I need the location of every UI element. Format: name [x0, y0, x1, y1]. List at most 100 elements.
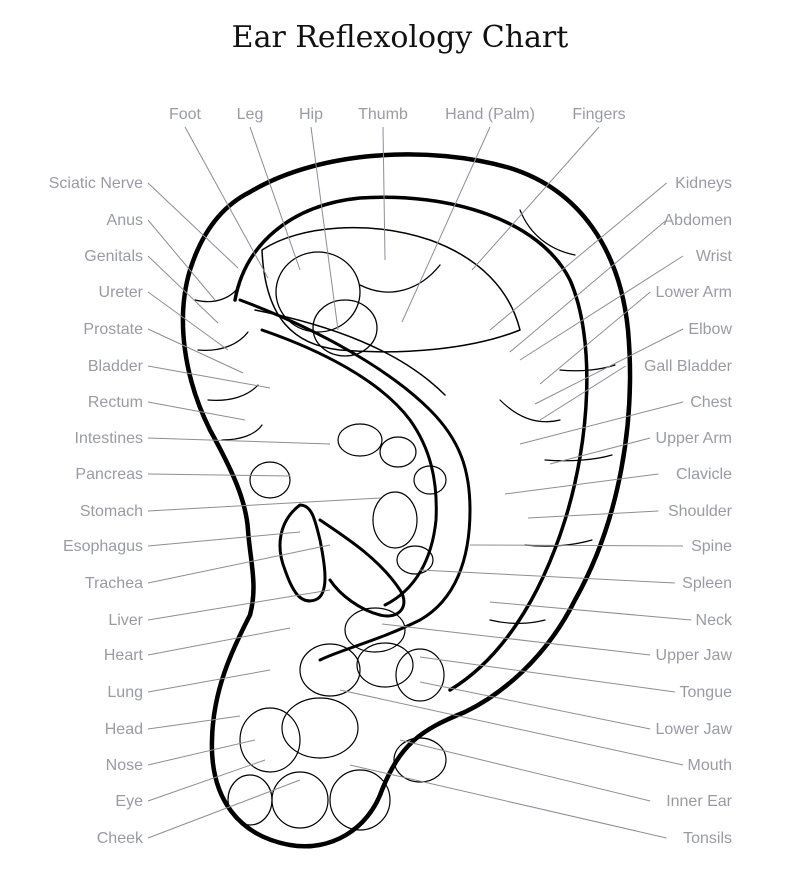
label-anus: Anus: [107, 212, 143, 229]
leader-hip: [310, 126, 339, 331]
zone-ellipses: [227, 423, 447, 831]
leader-mouth: [339, 689, 684, 766]
leader-spine: [469, 544, 684, 547]
label-inner-ear: Inner Ear: [666, 793, 732, 810]
leader-inner-ear: [399, 739, 651, 802]
label-liver: Liver: [108, 612, 143, 629]
leader-head: [147, 715, 241, 730]
label-neck: Neck: [696, 612, 733, 629]
ear-outer-outline: [180, 152, 633, 849]
label-nose: Nose: [106, 757, 143, 774]
label-tonsils: Tonsils: [683, 830, 732, 847]
label-shoulder: Shoulder: [668, 503, 733, 520]
leader-liver: [147, 589, 331, 621]
fossa-lobe-2: [312, 299, 378, 357]
label-rectum: Rectum: [88, 394, 143, 411]
leader-fingers: [471, 126, 600, 271]
helix-segments: [194, 209, 616, 624]
leader-anus: [147, 219, 216, 301]
label-elbow: Elbow: [688, 321, 732, 338]
leader-thumb: [382, 126, 386, 261]
leader-upper-jaw: [381, 623, 651, 656]
leader-nose: [147, 739, 256, 766]
leader-abdomen: [509, 219, 667, 353]
leader-bladder: [147, 365, 271, 389]
leader-upper-arm: [549, 437, 651, 465]
label-chest: Chest: [690, 394, 732, 411]
label-fingers: Fingers: [572, 106, 625, 123]
leader-genitals: [147, 255, 219, 324]
leader-intestines: [147, 437, 331, 445]
label-sciatic-nerve: Sciatic Nerve: [49, 175, 143, 192]
label-prostate: Prostate: [83, 321, 143, 338]
label-mouth: Mouth: [688, 757, 732, 774]
label-lower-arm: Lower Arm: [656, 284, 732, 301]
label-intestines: Intestines: [75, 430, 143, 447]
label-hand-palm: Hand (Palm): [445, 106, 535, 123]
crus-line: [254, 309, 446, 396]
leader-gall-bladder: [539, 365, 626, 421]
label-trachea: Trachea: [85, 575, 143, 592]
leader-ureter: [147, 291, 229, 351]
label-thumb: Thumb: [358, 106, 408, 123]
label-spine: Spine: [691, 538, 732, 555]
leader-sciatic-nerve: [147, 182, 239, 269]
label-cheek: Cheek: [97, 830, 144, 847]
label-bladder: Bladder: [88, 358, 144, 375]
label-head: Head: [105, 721, 143, 738]
leader-cheek: [147, 779, 301, 839]
leader-shoulder: [527, 510, 659, 519]
leader-heart: [147, 627, 291, 656]
chart-title: Ear Reflexology Chart: [231, 20, 569, 55]
label-foot: Foot: [169, 106, 202, 123]
label-hip: Hip: [299, 106, 323, 123]
label-eye: Eye: [115, 793, 143, 810]
label-esophagus: Esophagus: [63, 538, 143, 555]
leader-lung: [147, 669, 271, 693]
label-kidneys: Kidneys: [675, 175, 732, 192]
leader-leg: [249, 126, 301, 271]
label-lung: Lung: [107, 684, 143, 701]
leader-esophagus: [147, 531, 301, 547]
label-lower-jaw: Lower Jaw: [656, 721, 733, 738]
leader-foot: [184, 126, 269, 279]
fossa-curve: [359, 264, 441, 293]
leader-neck: [489, 601, 692, 621]
label-upper-jaw: Upper Jaw: [656, 647, 733, 664]
label-spleen: Spleen: [682, 575, 732, 592]
leader-lower-arm: [539, 291, 651, 385]
label-genitals: Genitals: [84, 248, 143, 265]
label-stomach: Stomach: [80, 503, 143, 520]
label-leg: Leg: [237, 106, 264, 123]
leader-tongue: [419, 656, 675, 693]
label-upper-arm: Upper Arm: [656, 430, 732, 447]
leader-spleen: [419, 569, 675, 584]
label-heart: Heart: [104, 647, 144, 664]
label-pancreas: Pancreas: [75, 466, 143, 483]
label-gall-bladder: Gall Bladder: [644, 358, 733, 375]
concha: [278, 503, 327, 603]
label-clavicle: Clavicle: [676, 466, 732, 483]
leader-stomach: [147, 497, 381, 512]
leader-clavicle: [504, 473, 659, 495]
leader-wrist: [519, 255, 684, 361]
tragus: [318, 518, 406, 618]
leader-pancreas: [147, 473, 291, 477]
leader-eye: [147, 759, 266, 802]
leader-prostate: [147, 328, 244, 374]
helix-inner-rim: [233, 195, 589, 692]
label-tongue: Tongue: [680, 684, 733, 701]
antihelix-lower: [260, 328, 438, 607]
label-ureter: Ureter: [99, 284, 144, 301]
leader-kidneys: [489, 182, 667, 331]
triangular-fossa: [261, 226, 521, 353]
leader-lower-jaw: [419, 681, 651, 730]
label-wrist: Wrist: [696, 248, 733, 265]
leader-hand-palm: [401, 126, 491, 323]
leader-elbow: [534, 328, 684, 405]
leader-chest: [519, 401, 684, 445]
antihelix-upper: [238, 298, 472, 662]
label-abdomen: Abdomen: [664, 212, 733, 229]
